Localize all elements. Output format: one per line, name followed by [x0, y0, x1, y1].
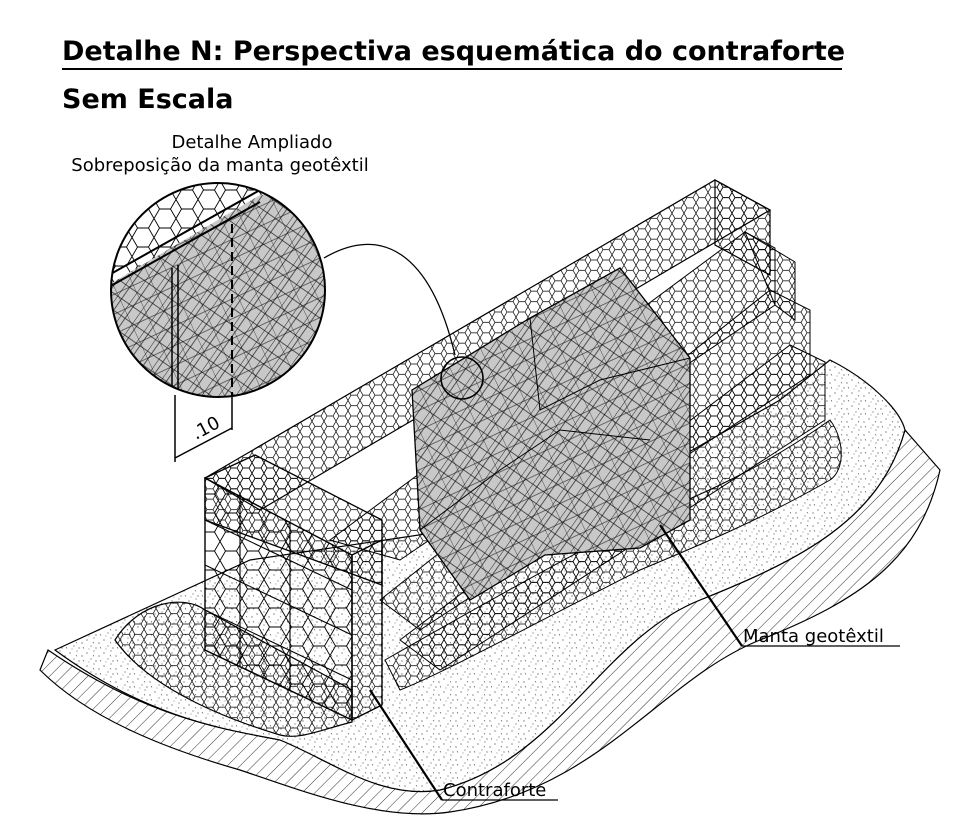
- buttress-base-mattress: [114, 601, 353, 737]
- geotextile-label: Manta geotêxtil: [743, 626, 884, 647]
- geotextile-blanket: [411, 267, 691, 601]
- dimension-value: .10: [188, 412, 223, 444]
- detail-heading: Detalhe Ampliado: [171, 132, 333, 153]
- buttress-leader: Contraforte: [369, 689, 558, 801]
- detail-magnifier-circle: [110, 182, 326, 398]
- detail-leader-arc: [323, 243, 456, 356]
- buttress-label: Contraforte: [443, 780, 546, 801]
- overlap-dimension: .10: [174, 395, 233, 462]
- gabion-mattress-rolls: [384, 419, 842, 691]
- geotextile-leader: Manta geotêxtil: [659, 524, 900, 647]
- detail-reference-circle: [440, 356, 484, 400]
- scale-note: Sem Escala: [62, 84, 234, 115]
- drawing-title: Detalhe N: Perspectiva esquemática do co…: [62, 36, 845, 70]
- detail-caption: Sobreposição da manta geotêxtil: [71, 155, 369, 176]
